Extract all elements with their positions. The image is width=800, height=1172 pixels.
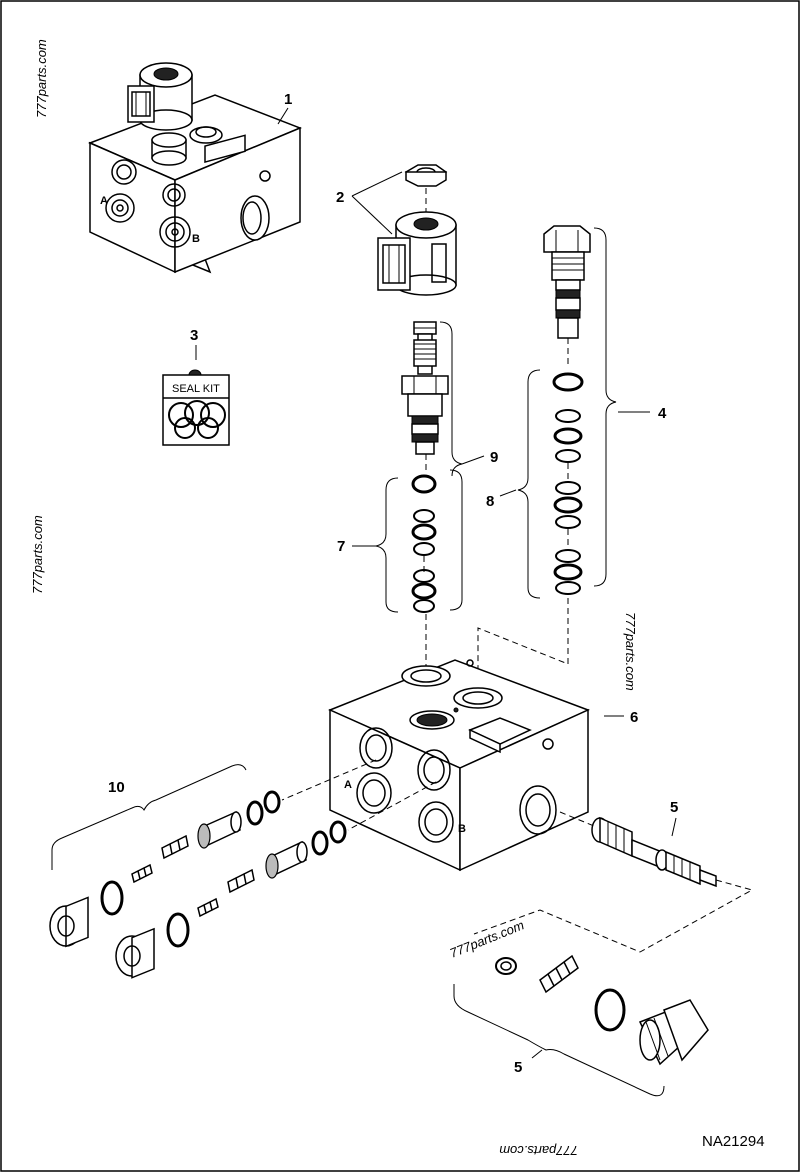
watermark-lower: 777parts.com: [448, 917, 527, 960]
part-9-solenoid-cartridge[interactable]: [401, 321, 449, 472]
main-port-a-label: A: [344, 779, 352, 791]
part-10-port-plug-assembly-upper[interactable]: [49, 790, 281, 948]
callout-8[interactable]: 8: [486, 493, 494, 510]
callout-5-upper[interactable]: 5: [670, 799, 678, 816]
part-5-relief-valve-exploded[interactable]: [495, 954, 709, 1066]
main-port-b-label: B: [458, 823, 466, 835]
bracket-4: [593, 227, 617, 587]
callout-1[interactable]: 1: [284, 91, 292, 108]
top-port-b-label: B: [192, 233, 200, 245]
callout-2[interactable]: 2: [336, 189, 344, 206]
watermark-top-left: 777parts.com: [34, 39, 49, 118]
watermark-right-middle: 777parts.com: [623, 612, 638, 691]
bracket-10: [51, 764, 247, 870]
callout-9[interactable]: 9: [490, 449, 498, 466]
bracket-9: [439, 321, 463, 477]
bracket-5-lower: [453, 984, 665, 1097]
part-8-relief-seals[interactable]: [552, 372, 584, 595]
part-6-valve-body[interactable]: A B: [328, 659, 590, 872]
callout-10[interactable]: 10: [108, 779, 125, 796]
top-port-a-label: A: [100, 195, 108, 207]
part-7-cartridge-seals[interactable]: [411, 474, 437, 613]
seal-kit-label: SEAL KIT: [172, 383, 220, 395]
drawing-number: NA21294: [702, 1133, 765, 1150]
part-2-solenoid-coil[interactable]: [377, 164, 457, 296]
part-1-valve-assembly[interactable]: A B: [88, 62, 303, 274]
callout-5-lower[interactable]: 5: [514, 1059, 522, 1076]
callout-3[interactable]: 3: [190, 327, 198, 344]
bracket-7-right: [449, 469, 463, 611]
callout-4[interactable]: 4: [658, 405, 667, 422]
callout-6[interactable]: 6: [630, 709, 638, 726]
part-10-port-plug-assembly-lower[interactable]: [115, 820, 347, 979]
callout-1-leader: [277, 107, 289, 125]
bracket-8: [517, 369, 541, 599]
watermark-left-middle: 777parts.com: [30, 515, 45, 594]
callout-7[interactable]: 7: [337, 538, 345, 555]
part-3-seal-kit[interactable]: SEAL KIT: [162, 369, 230, 446]
watermark-bottom: 777parts.com: [499, 1143, 578, 1158]
bracket-7-left: [375, 477, 399, 613]
part-4-relief-cartridge[interactable]: [543, 225, 591, 364]
part-5-relief-valve[interactable]: [591, 816, 717, 888]
